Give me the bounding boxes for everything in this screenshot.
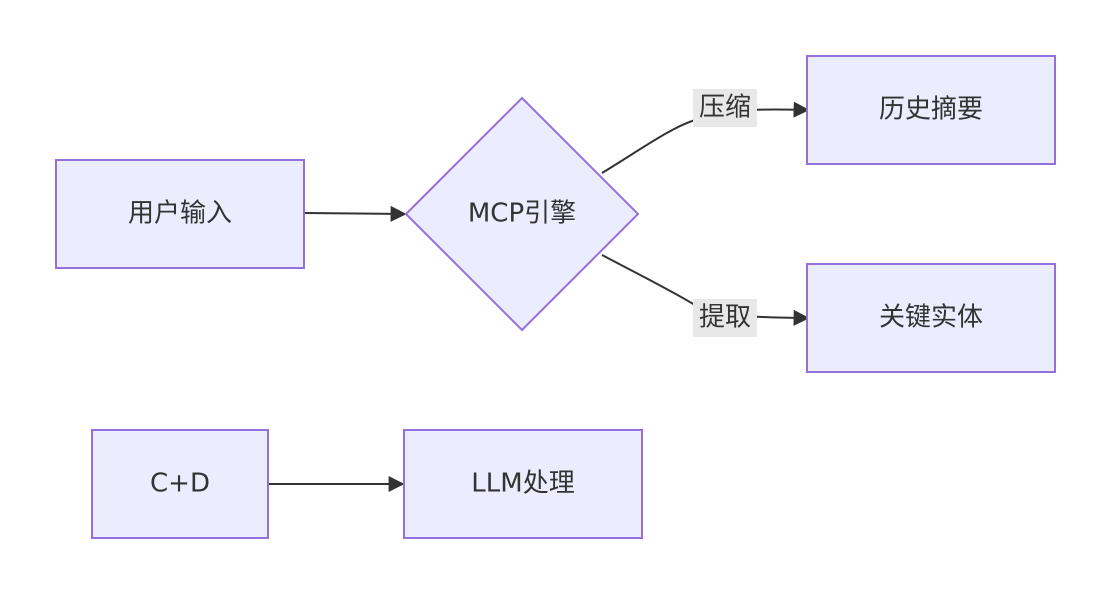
node-mcp-engine-label: MCP引擎 bbox=[468, 199, 576, 229]
node-c-plus-d: C+D bbox=[91, 429, 269, 539]
edge-label-extract-text: 提取 bbox=[699, 303, 751, 333]
node-key-entities: 关键实体 bbox=[806, 263, 1056, 373]
node-c-plus-d-label: C+D bbox=[150, 469, 210, 499]
edge-label-compress-text: 压缩 bbox=[699, 93, 751, 123]
node-llm-processing: LLM处理 bbox=[403, 429, 643, 539]
node-history-summary: 历史摘要 bbox=[806, 55, 1056, 165]
node-llm-processing-label: LLM处理 bbox=[471, 469, 574, 499]
node-user-input: 用户输入 bbox=[55, 159, 305, 269]
node-user-input-label: 用户输入 bbox=[128, 199, 232, 229]
edge-label-compress: 压缩 bbox=[693, 89, 757, 127]
node-key-entities-label: 关键实体 bbox=[879, 303, 983, 333]
node-history-summary-label: 历史摘要 bbox=[879, 95, 983, 125]
edge-label-extract: 提取 bbox=[693, 299, 757, 337]
edge-user-input-to-mcp-engine bbox=[304, 205, 407, 222]
node-mcp-engine: MCP引擎 bbox=[404, 96, 640, 332]
